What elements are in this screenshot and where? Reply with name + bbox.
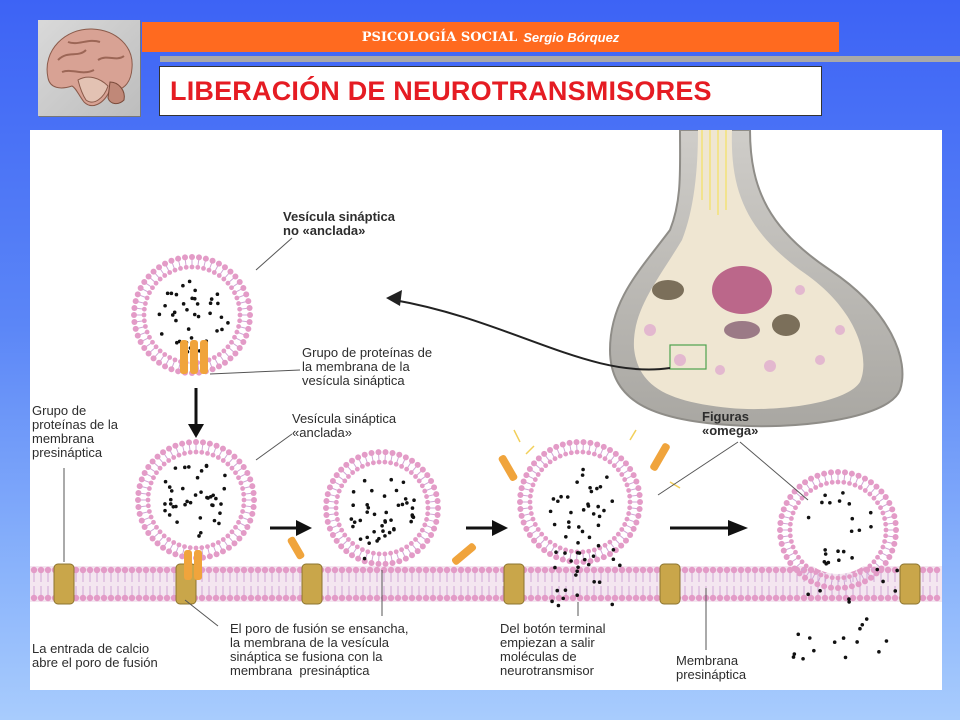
membrane-protein-6 [899,563,921,605]
label-calcium-entry: La entrada de calcio abre el poro de fus… [32,641,158,670]
membrane-protein-1 [53,563,75,605]
membrane-protein-4 [503,563,525,605]
step-arrow-2 [466,520,508,536]
label-omega-figures: Figuras «omega» [702,409,759,438]
membrane-protein-5 [659,563,681,605]
label-undocked-vesicle: Vesícula sináptica no «anclada» [283,209,396,238]
axon-terminal [608,130,904,428]
presynaptic-membrane-strip [30,563,942,605]
docked-protein-2 [194,550,202,580]
neurotransmitter-release-diagram: Vesícula sináptica no «anclada» Grupo de… [30,130,942,690]
step-arrow-1 [270,520,312,536]
vesicle-protein-2 [190,340,198,374]
label-presynaptic-proteins: Grupo de proteínas de la membrana presin… [32,403,119,460]
membrane-protein-3 [301,563,323,605]
vesicle-protein-1 [180,340,188,374]
brain-icon [46,28,133,106]
zoom-arrow-head [386,290,402,306]
author-name: Sergio Bórquez [523,29,620,45]
zoom-arrow [393,299,671,371]
title-box: LIBERACIÓN DE NEUROTRANSMISORES [159,66,822,116]
fusing-vesicle [323,449,441,567]
diagram-canvas [30,130,942,661]
vesicle-protein-3 [200,340,208,374]
label-docked-vesicle: Vesícula sináptica «anclada» [292,411,397,440]
vesicles [131,254,899,661]
docked-vesicle [135,439,257,561]
header-divider [160,56,960,62]
course-name: PSICOLOGÍA SOCIAL [361,29,518,45]
brain-logo [38,20,140,116]
collapsing-vesicle [777,469,899,591]
label-vesicle-proteins: Grupo de proteínas de la membrana de la … [302,345,433,388]
course-header: PSICOLOGÍA SOCIAL Sergio Bórquez [142,22,839,52]
spark-lines [513,429,681,489]
undocked-vesicle [131,254,253,376]
label-presynaptic-membrane: Membrana presináptica [676,653,747,682]
docked-protein-1 [184,550,192,580]
label-fusion-pore: El poro de fusión se ensancha, la membra… [230,621,409,678]
step-arrow-3 [670,520,748,536]
free-proteins [287,443,670,565]
down-arrow [188,388,204,438]
label-neurotransmitter-release: Del botón terminal empiezan a salir molé… [500,621,606,678]
released-neurotransmitter [358,529,899,661]
slide-title: LIBERACIÓN DE NEUROTRANSMISORES [170,75,712,106]
leader-lines [63,237,809,650]
omega-vesicle [517,439,643,565]
